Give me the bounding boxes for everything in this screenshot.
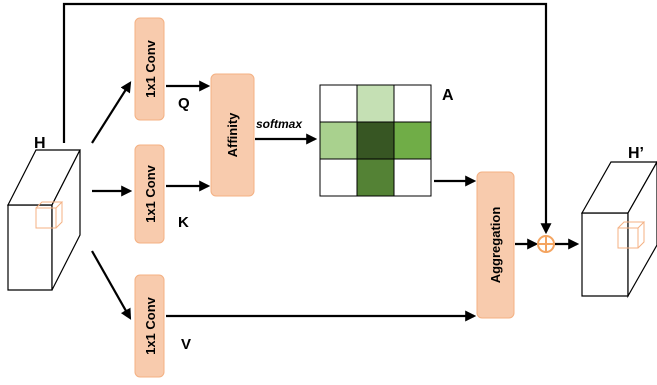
add-icon [537, 235, 555, 253]
aggregation-block: Aggregation [476, 171, 515, 319]
aggregation-label: Aggregation [488, 207, 503, 284]
skip-connection [62, 2, 552, 235]
matrix-cell-2-1 [356, 158, 395, 197]
matrix-cell-2-2 [393, 158, 432, 197]
label-k: K [178, 214, 189, 231]
label-h: H [34, 135, 46, 152]
affinity-label: Affinity [225, 112, 240, 158]
conv-q-label: 1x1 Conv [143, 39, 158, 98]
label-h-prime: H’ [628, 145, 644, 162]
matrix-cell-1-1 [356, 121, 395, 160]
output-feature-map [580, 160, 657, 299]
conv-v-label: 1x1 Conv [143, 296, 158, 355]
matrix-cell-1-2 [393, 121, 432, 160]
label-v: V [181, 336, 191, 353]
conv-k-block: 1x1 Conv [134, 144, 165, 244]
conv-q-block: 1x1 Conv [134, 17, 165, 121]
conv-v-block: 1x1 Conv [134, 274, 165, 378]
label-q: Q [178, 95, 190, 112]
input-feature-map [7, 149, 81, 291]
arrow-to-conv-q [91, 81, 132, 144]
affinity-block: Affinity [210, 73, 255, 197]
matrix-cell-1-0 [319, 121, 358, 160]
matrix-cell-0-2 [393, 84, 432, 123]
cube-icon [35, 201, 64, 229]
conv-k-label: 1x1 Conv [143, 164, 158, 223]
arrow-to-conv-v [91, 250, 132, 320]
softmax-label: softmax [256, 117, 303, 131]
label-a: A [442, 87, 454, 104]
cube-icon [617, 221, 646, 249]
matrix-cell-0-0 [319, 84, 358, 123]
attention-matrix [319, 84, 432, 197]
matrix-cell-0-1 [356, 84, 395, 123]
matrix-cell-2-0 [319, 158, 358, 197]
